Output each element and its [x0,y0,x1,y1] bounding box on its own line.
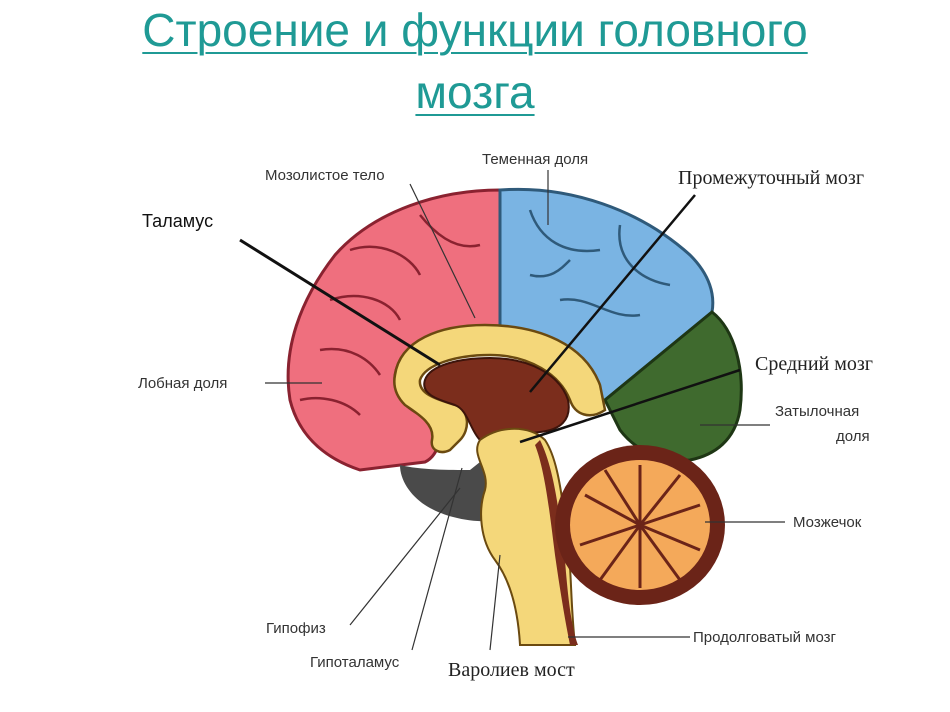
leader-lines [239,170,785,651]
corpus-callosum [393,323,607,454]
label-medulla: Продолговатый мозг [693,629,837,646]
label-occipital-line-2: доля [836,428,870,445]
label-thalamus: Таламус [142,211,213,231]
inferior-area [400,450,505,522]
label-pituitary: Гипофиз [266,620,326,637]
label-diencephalon: Промежуточный мозг [678,167,864,189]
diencephalon-region [423,356,570,442]
label-cerebellum: Мозжечок [793,514,862,531]
label-frontal-lobe: Лобная доля [138,375,227,392]
label-parietal-lobe: Теменная доля [482,151,588,168]
label-pons: Варолиев мост [448,659,575,681]
brainstem-core [535,440,578,645]
label-corpus-callosum: Мозолистое тело [265,167,385,184]
page-title-line-2: мозга [415,66,535,118]
gyri-lines [299,214,481,416]
label-hypothalamus: Гипоталамус [310,654,400,671]
label-midbrain: Средний мозг [755,353,873,375]
label-occipital-line-1: Затылочная [775,403,859,420]
cerebellum-folia [579,465,701,588]
page-title-line-1: Строение и функции головного [142,4,808,56]
